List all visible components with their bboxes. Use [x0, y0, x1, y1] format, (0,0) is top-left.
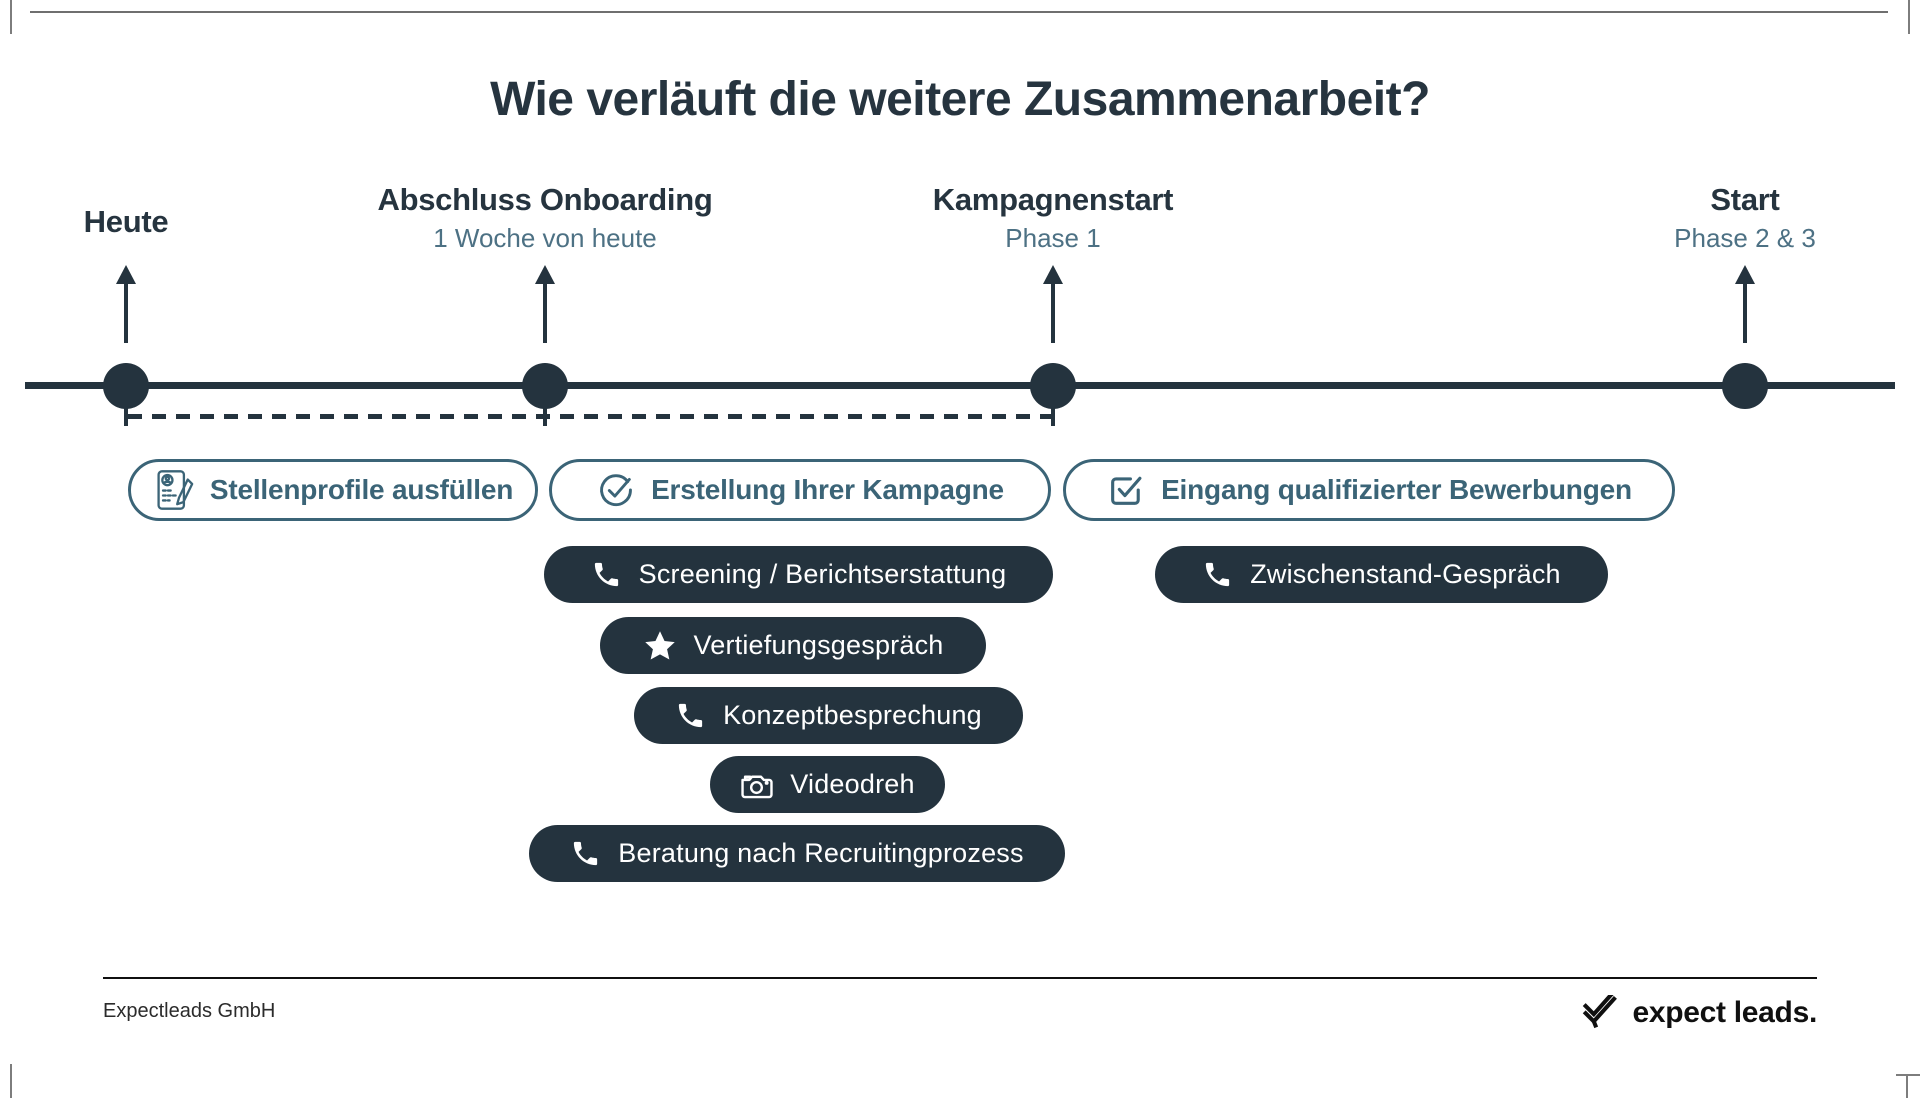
arrow-up-icon	[1735, 265, 1755, 284]
cropmark-bottom-right-v	[1906, 1076, 1908, 1098]
brand-logo: expect leads.	[1580, 995, 1817, 1031]
milestone-kampagnenstart: Kampagnenstart Phase 1	[823, 182, 1283, 254]
milestone-title: Start	[1710, 182, 1780, 217]
phase-task-label: Stellenprofile ausfüllen	[209, 474, 514, 505]
activity-label: Vertiefungsgespräch	[693, 630, 944, 660]
timeline-dot-kampagnenstart	[1030, 363, 1076, 409]
activity-screening: Screening / Berichtserstattung	[544, 546, 1053, 603]
phone-icon	[574, 841, 598, 866]
activity-beratung: Beratung nach Recruitingprozess	[529, 825, 1065, 882]
cropmark-bottom-left	[10, 1064, 12, 1098]
dashed-mid-tick	[543, 407, 547, 426]
phase-task-kampagne: Erstellung Ihrer Kampagne	[549, 459, 1051, 521]
phase-task-stellenprofile: Stellenprofile ausfüllen	[128, 459, 538, 521]
arrow-line	[1051, 283, 1055, 343]
cropmark-bottom-right-h	[1896, 1074, 1920, 1076]
check-circle-icon	[600, 474, 632, 507]
activity-label: Konzeptbesprechung	[723, 700, 982, 730]
footer-divider	[103, 977, 1817, 979]
timeline-dot-heute	[103, 363, 149, 409]
activity-videodreh: Videodreh	[710, 756, 945, 813]
phase-task-label: Eingang qualifizierter Bewerbungen	[1161, 474, 1632, 505]
timeline-dot-onboarding	[522, 363, 568, 409]
milestone-start: Start Phase 2 & 3	[1515, 182, 1920, 254]
page-top-edge	[30, 11, 1888, 13]
dashed-end-tick	[124, 407, 128, 426]
activity-zwischenstand: Zwischenstand-Gespräch	[1155, 546, 1608, 603]
phone-icon	[678, 703, 703, 728]
phase-task-bewerbungen: Eingang qualifizierter Bewerbungen	[1063, 459, 1675, 521]
activity-vertiefung: Vertiefungsgespräch	[600, 617, 986, 674]
arrow-up-icon	[1043, 265, 1063, 284]
brand-checkmarks-icon	[1583, 995, 1618, 1029]
milestone-title: Kampagnenstart	[932, 182, 1174, 217]
milestone-abschluss-onboarding: Abschluss Onboarding 1 Woche von heute	[315, 182, 775, 254]
activity-label: Videodreh	[790, 769, 915, 799]
dashed-end-tick	[1051, 407, 1055, 426]
arrow-line	[124, 283, 128, 343]
star-icon	[644, 630, 675, 659]
page-title: Wie verläuft die weitere Zusammenarbeit?	[490, 73, 1430, 126]
milestone-subtitle: Phase 2 & 3	[1674, 223, 1816, 253]
job-profile-document-icon	[157, 470, 194, 510]
milestone-title: Heute	[83, 204, 169, 239]
activity-label: Beratung nach Recruitingprozess	[618, 838, 1024, 868]
phone-icon	[1206, 562, 1230, 587]
cropmark-top-right	[1908, 0, 1910, 34]
arrow-up-icon	[535, 265, 555, 284]
phase-task-label: Erstellung Ihrer Kampagne	[651, 474, 1004, 505]
arrow-line	[1743, 283, 1747, 343]
timeline-dot-start	[1722, 363, 1768, 409]
milestone-title: Abschluss Onboarding	[377, 182, 713, 217]
timeline-line	[25, 382, 1895, 389]
activity-label: Zwischenstand-Gespräch	[1250, 559, 1561, 589]
activity-label: Screening / Berichtserstattung	[638, 559, 1007, 589]
arrow-line	[543, 283, 547, 343]
footer-company: Expectleads GmbH	[103, 1000, 276, 1022]
arrow-up-icon	[116, 265, 136, 284]
milestone-subtitle: 1 Woche von heute	[433, 223, 657, 253]
phone-icon	[594, 562, 618, 587]
brand-text: expect leads.	[1632, 996, 1817, 1029]
activity-konzept: Konzeptbesprechung	[634, 687, 1023, 744]
milestone-subtitle: Phase 1	[1005, 223, 1101, 253]
cropmark-top-left	[10, 0, 12, 34]
checkbox-checked-icon	[1111, 476, 1142, 505]
milestone-heute: Heute	[0, 204, 356, 245]
camera-icon	[741, 775, 773, 798]
timeline-dashed-span	[128, 414, 1053, 419]
